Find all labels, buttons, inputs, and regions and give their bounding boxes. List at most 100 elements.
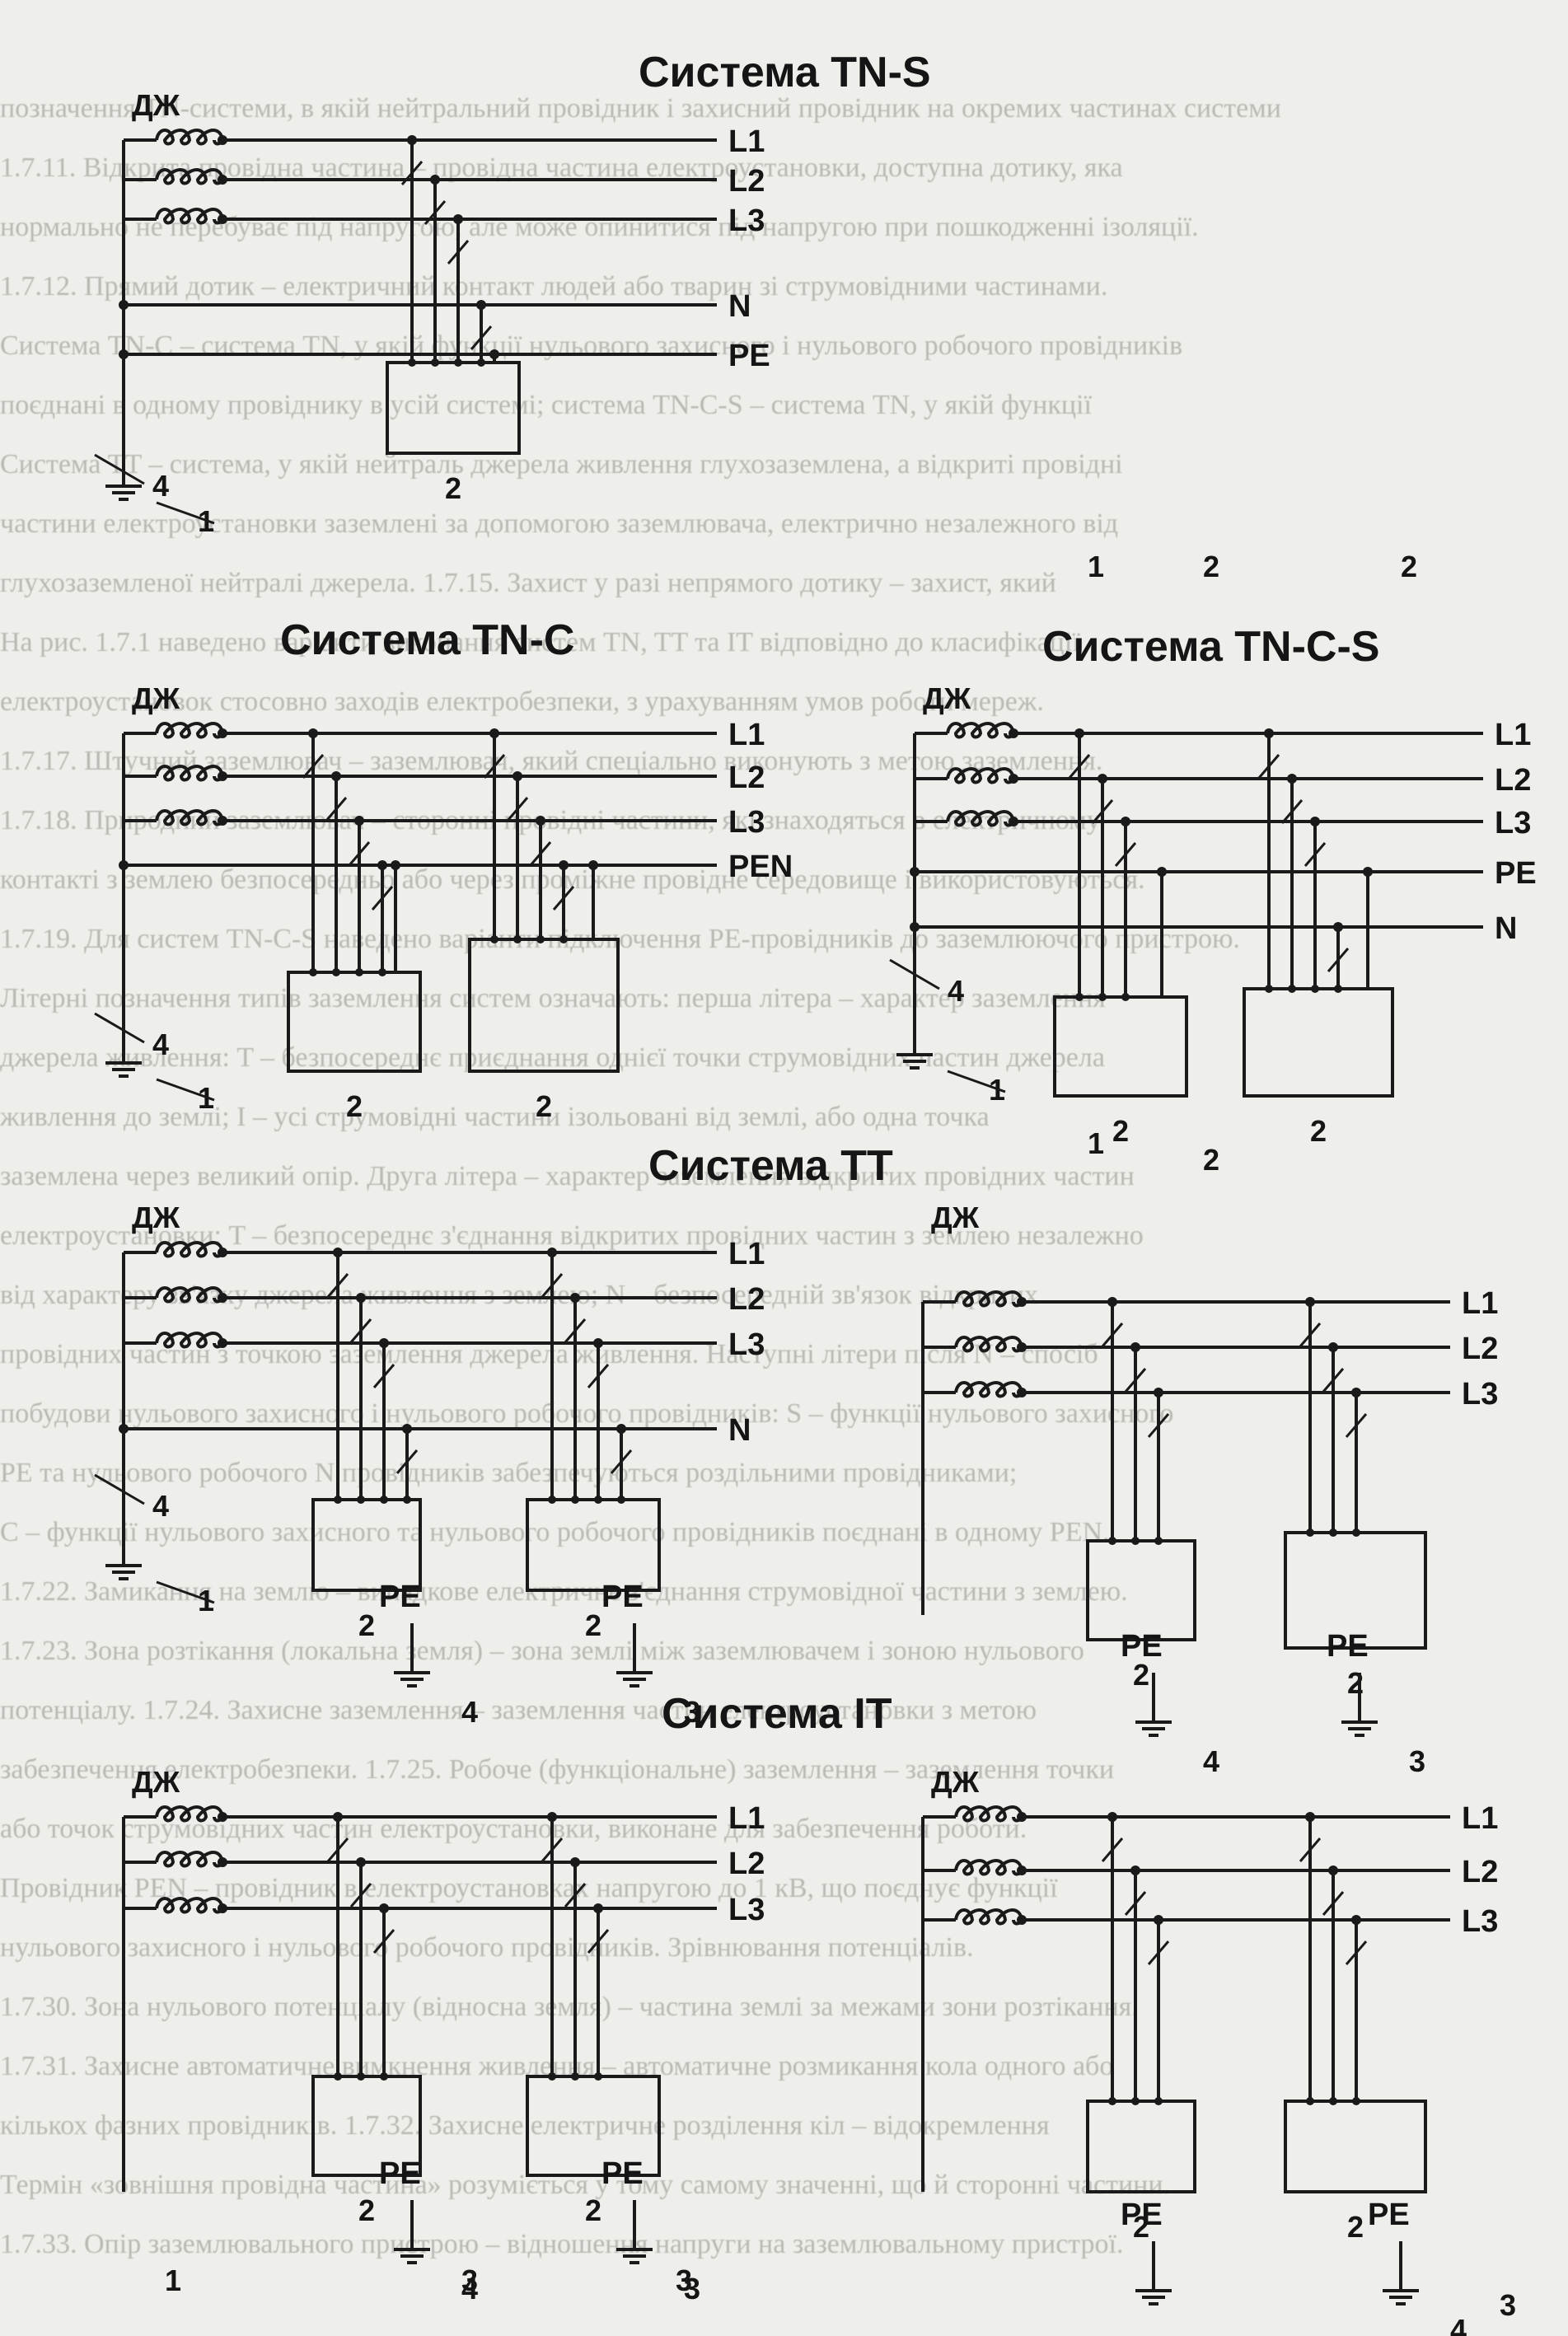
marker-3: 3: [676, 2263, 692, 2297]
background-text-line: контакті з землею безпосередньо або чере…: [0, 864, 1145, 895]
junction-dot: [1017, 1866, 1027, 1875]
winding-coil: [155, 1805, 225, 1823]
junction-dot: [218, 816, 227, 826]
conductor-tick: [1345, 1413, 1368, 1438]
marker-4: 4: [152, 1028, 169, 1061]
bus-label-l1: L1: [728, 1237, 765, 1271]
pe-label: PE: [1121, 2198, 1163, 2232]
bus-label-l2: L2: [728, 761, 765, 795]
marker-2: 2: [1203, 1143, 1219, 1177]
pe-label: PE: [1121, 1629, 1163, 1664]
marker-2: 2: [1347, 1666, 1364, 1700]
source-label: ДЖ: [923, 681, 971, 715]
marker-2: 2: [585, 1608, 601, 1642]
marker-1: 1: [1088, 550, 1104, 583]
winding-coil: [954, 1381, 1024, 1398]
conductor-tick: [1101, 1837, 1124, 1862]
winding-coil: [155, 168, 225, 185]
conductor-tick: [348, 841, 371, 866]
junction-dot: [218, 728, 227, 738]
junction-dot: [588, 860, 598, 870]
conductor-tick: [1299, 1322, 1322, 1347]
local-earth: PE4: [1368, 2198, 1467, 2336]
marker-m4: 4: [1450, 2313, 1467, 2336]
background-text-line: заземлена через великий опір. Друга літе…: [0, 1161, 1135, 1191]
bus-label-l3: L3: [728, 1893, 765, 1927]
leader: [94, 1012, 145, 1044]
load-enclosure: [1284, 1531, 1427, 1650]
bus-label-l2: L2: [728, 1847, 765, 1881]
source-label: ДЖ: [132, 681, 180, 715]
conductor-tick: [529, 841, 552, 866]
source-label: ДЖ: [132, 1765, 180, 1799]
conductor-tick: [552, 886, 575, 911]
marker-m3: 3: [684, 2272, 700, 2306]
local-earth: PE4: [379, 2156, 478, 2306]
junction-dot: [119, 860, 129, 870]
background-text-line: потенціалу. 1.7.24. Захисне заземлення –…: [0, 1695, 1037, 1725]
conductor-tick: [483, 754, 506, 779]
title-tt: Система TT: [648, 1142, 893, 1190]
junction-dot: [218, 214, 227, 224]
junction-dot: [218, 771, 227, 781]
background-text-line: На рис. 1.7.1 наведено варіанти виконанн…: [0, 627, 1080, 658]
bus-label-pe: PE: [1495, 856, 1537, 891]
marker-3: 3: [461, 2263, 478, 2297]
background-text-line: Система TT – система, у якій нейтраль дж…: [0, 449, 1123, 480]
marker-2: 2: [585, 2193, 601, 2227]
bus-label-l1: L1: [1495, 718, 1531, 752]
conductor-tick: [541, 1273, 564, 1298]
conductor-tick: [587, 1364, 610, 1388]
background-text-line: 1.7.19. Для систем TN-C-S наведено варіа…: [0, 924, 1240, 954]
marker-2: 2: [1310, 1114, 1327, 1148]
conductor-tick: [325, 797, 348, 822]
junction-dot: [910, 922, 920, 932]
winding-coil: [954, 1805, 1024, 1823]
pe-label: PE: [601, 2156, 644, 2191]
leader: [889, 958, 940, 990]
junction-dot: [218, 1248, 227, 1257]
conductor-tick: [326, 1837, 349, 1862]
conductor-tick: [564, 1318, 587, 1343]
marker-2: 2: [1133, 2210, 1149, 2244]
junction-dot: [1017, 1812, 1027, 1822]
bus-label-l2: L2: [1495, 763, 1531, 798]
bus-label-l3: L3: [1462, 1377, 1498, 1411]
source-label: ДЖ: [931, 1201, 980, 1234]
load-enclosure: [311, 2075, 422, 2177]
title-tn-s: Система TN-S: [639, 49, 931, 96]
bus-label-pe: PE: [728, 339, 770, 373]
junction-dot: [218, 1338, 227, 1348]
conductor-tick: [372, 1364, 396, 1388]
load-enclosure: [311, 1498, 422, 1592]
local-earth: PE: [1121, 2198, 1172, 2306]
winding-coil: [155, 765, 225, 782]
marker-2: 2: [445, 471, 461, 505]
conductor-tick: [1091, 799, 1114, 824]
conductor-tick: [447, 240, 470, 264]
load-enclosure: [1086, 2100, 1196, 2193]
winding-coil: [954, 1908, 1024, 1926]
conductor-tick: [1101, 1322, 1124, 1347]
bus-label-l3: L3: [1462, 1904, 1498, 1939]
winding-coil: [946, 810, 1016, 827]
marker-m4: 4: [461, 2272, 478, 2306]
load-enclosure: [1053, 995, 1188, 1098]
load-enclosure: [1086, 1539, 1196, 1641]
conductor-tick: [1322, 1891, 1345, 1916]
conductor-tick: [396, 1449, 419, 1474]
leader: [156, 1580, 215, 1604]
junction-dot: [1363, 867, 1373, 877]
bus-label-l2: L2: [728, 1282, 765, 1317]
conductor-tick: [400, 161, 424, 185]
winding-coil: [954, 1336, 1024, 1353]
background-text-line: 1.7.12. Прямий дотик – електричний конта…: [0, 271, 1108, 302]
marker-2: 2: [536, 1089, 552, 1123]
load-enclosure: [468, 938, 620, 1073]
junction-dot: [391, 860, 400, 870]
junction-dot: [119, 349, 129, 359]
